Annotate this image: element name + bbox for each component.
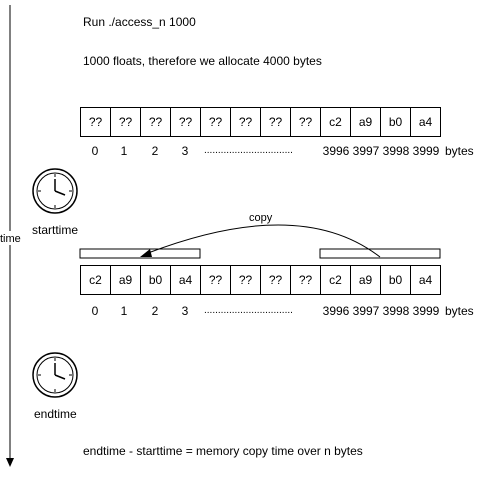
formula-text: endtime - starttime = memory copy time o… (83, 444, 363, 458)
byte-index: 3997 (352, 144, 380, 158)
byte-index: 2 (151, 304, 159, 318)
memory-cell: ?? (290, 107, 321, 137)
memory-cell: ?? (230, 107, 261, 137)
copy-arrowhead (140, 249, 152, 257)
endtime-label: endtime (34, 407, 77, 421)
memory-cell: ?? (200, 107, 231, 137)
byte-index: 3999 (412, 144, 440, 158)
byte-index: 1 (120, 144, 128, 158)
memory-cell: ?? (110, 107, 141, 137)
src-header-strip (319, 248, 441, 259)
clock-start-icon (32, 168, 78, 214)
memory-cell: a9 (350, 107, 381, 137)
bytes-unit-label: bytes (445, 304, 474, 318)
byte-index: 3999 (412, 304, 440, 318)
time-axis-arrowhead (6, 458, 14, 467)
memory-cell: ?? (260, 107, 291, 137)
memory-cell: c2 (320, 265, 351, 295)
byte-index: 0 (91, 144, 99, 158)
memory-cell: a9 (110, 265, 141, 295)
time-axis-label: time (0, 233, 21, 245)
byte-index: 3998 (382, 304, 410, 318)
byte-index: 3 (181, 304, 189, 318)
byte-index: 3998 (382, 144, 410, 158)
bytes-unit-label: bytes (445, 144, 474, 158)
page-subtitle: 1000 floats, therefore we allocate 4000 … (83, 54, 322, 68)
page-title: Run ./access_n 1000 (83, 15, 196, 29)
byte-index: 3996 (322, 144, 350, 158)
memory-cell: a9 (350, 265, 381, 295)
memory-cell: c2 (80, 265, 111, 295)
byte-index: 3 (181, 144, 189, 158)
memory-cell: ?? (230, 265, 261, 295)
copy-label: copy (249, 212, 273, 224)
memory-cell: c2 (320, 107, 351, 137)
memory-cell: ?? (260, 265, 291, 295)
memory-cell: ?? (170, 107, 201, 137)
index-ellipsis: ................................ (204, 145, 293, 156)
byte-index: 3997 (352, 304, 380, 318)
memory-cell: b0 (380, 265, 411, 295)
memory-cell: a4 (410, 107, 441, 137)
memory-cell: ?? (290, 265, 321, 295)
memory-cell: ?? (200, 265, 231, 295)
starttime-label: starttime (32, 223, 79, 237)
memory-cell: b0 (380, 107, 411, 137)
copy-arrow (147, 224, 381, 258)
byte-index: 0 (91, 304, 99, 318)
byte-index: 1 (120, 304, 128, 318)
memory-cell: a4 (170, 265, 201, 295)
index-ellipsis: ................................ (204, 305, 293, 316)
dst-header-strip (79, 248, 201, 259)
clock-end-icon (32, 352, 78, 398)
memory-cell: b0 (140, 265, 171, 295)
byte-index: 3996 (322, 304, 350, 318)
memory-cell: a4 (410, 265, 441, 295)
memory-cell: ?? (140, 107, 171, 137)
memory-cell: ?? (80, 107, 111, 137)
byte-index: 2 (151, 144, 159, 158)
